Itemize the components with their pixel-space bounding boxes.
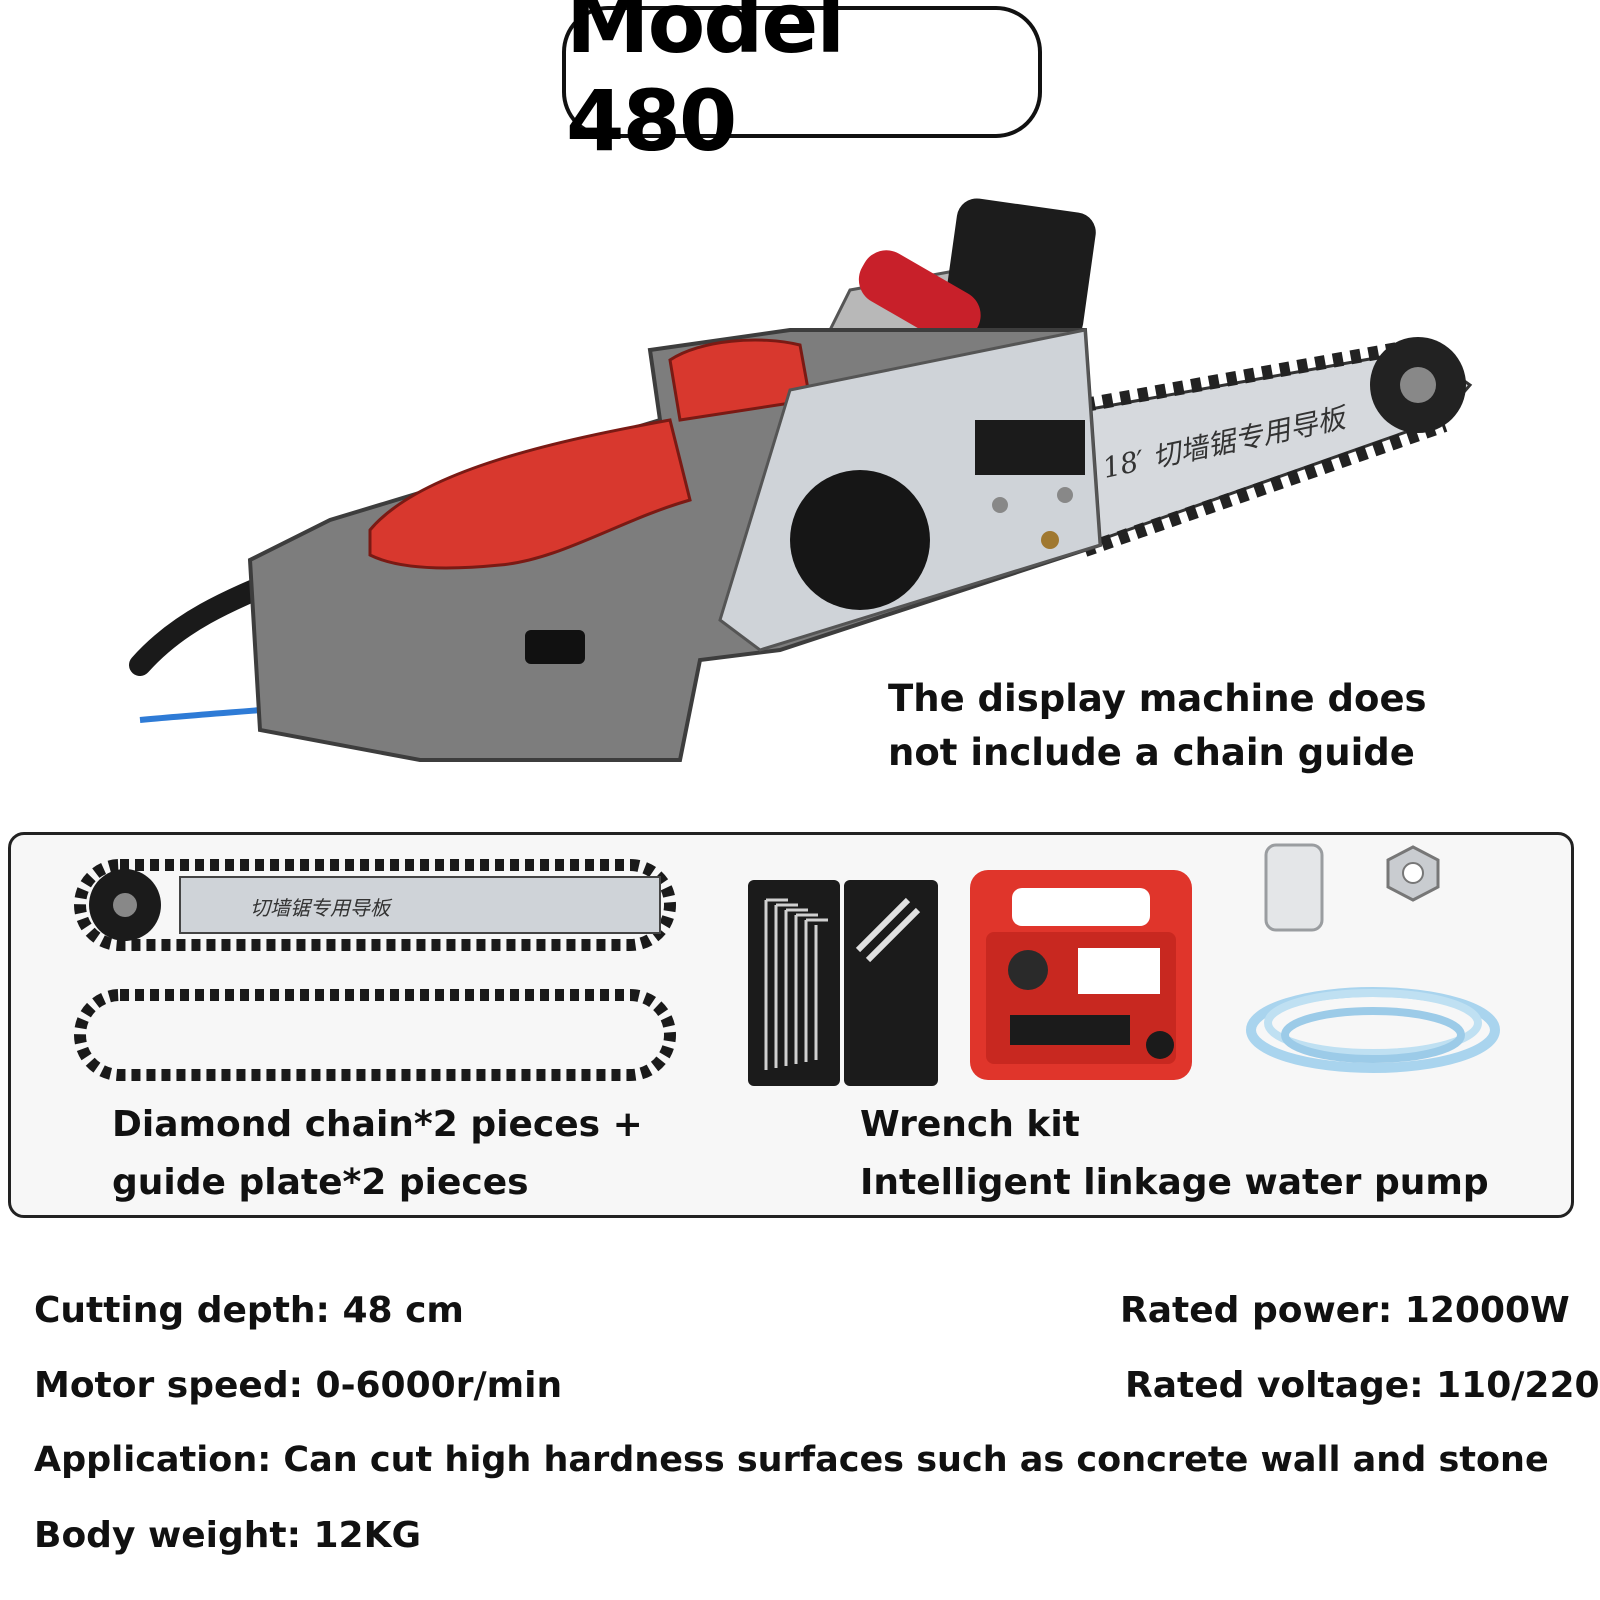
model-title-badge: Model 480 xyxy=(562,0,1042,170)
spec-body-weight: Body weight: 12KG xyxy=(34,1515,422,1556)
chain-kit-label-line1: Diamond chain*2 pieces + xyxy=(112,1104,643,1145)
plate-marking: 切墙锯专用导板 xyxy=(250,896,393,920)
spec-cutting-depth: Cutting depth: 48 cm xyxy=(34,1290,464,1331)
model-title: Model 480 xyxy=(566,0,845,170)
pump-kit-label: Wrench kit Intelligent linkage water pum… xyxy=(860,1096,1489,1212)
display-note-line2: not include a chain guide xyxy=(888,731,1415,774)
wrench-kit-label: Wrench kit xyxy=(860,1104,1080,1145)
chainsaw-image: 18′ 切墙锯专用导板 xyxy=(129,198,1473,762)
water-pump-label: Intelligent linkage water pump xyxy=(860,1162,1489,1203)
spec-rated-power: Rated power: 12000W xyxy=(1120,1290,1570,1331)
wrench-kit-image xyxy=(748,880,938,1086)
spec-application: Application: Can cut high hardness surfa… xyxy=(34,1440,1549,1480)
display-note-line1: The display machine does xyxy=(888,677,1427,720)
spec-rated-voltage: Rated voltage: 110/220v xyxy=(1125,1365,1600,1406)
display-note: The display machine does not include a c… xyxy=(888,672,1427,780)
spec-motor-speed: Motor speed: 0-6000r/min xyxy=(34,1365,563,1406)
chain-and-guide-plate-image: 切墙锯专用导板 xyxy=(74,859,676,1081)
chain-kit-label: Diamond chain*2 pieces + guide plate*2 p… xyxy=(112,1096,643,1212)
chain-kit-label-line2: guide plate*2 pieces xyxy=(112,1162,529,1203)
hose-and-fittings-image xyxy=(1246,843,1500,1073)
water-pump-image xyxy=(970,870,1192,1080)
